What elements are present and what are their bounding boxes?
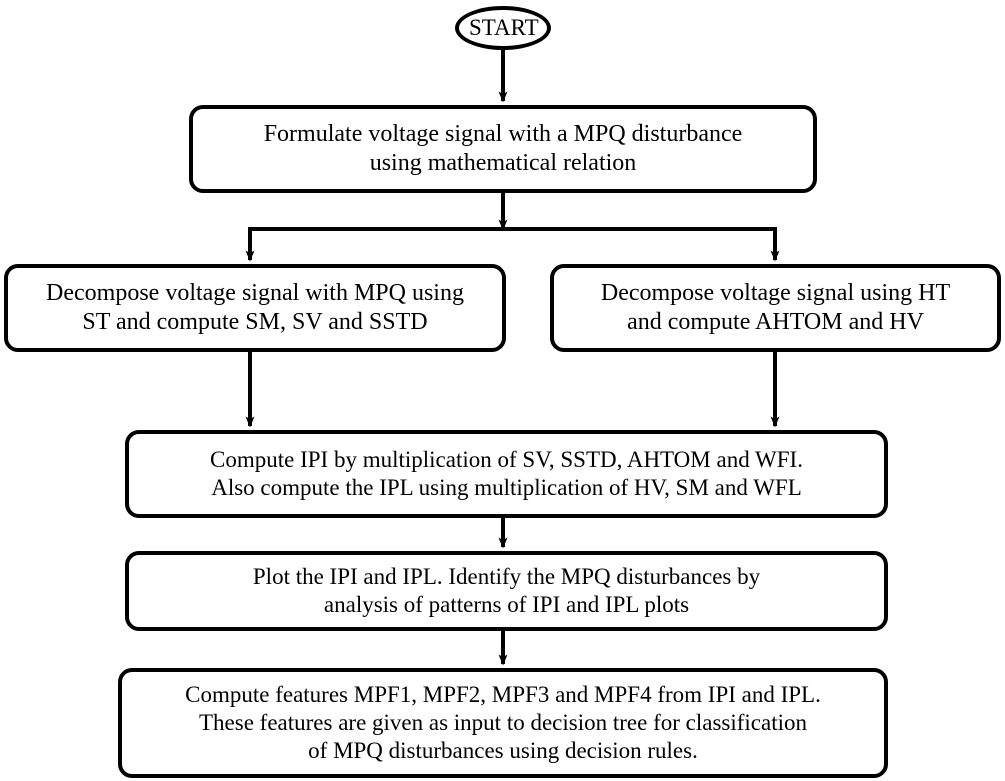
node-decompose-st-label: Decompose voltage signal with MPQ using … [46, 279, 464, 335]
node-compute-features-label: Compute features MPF1, MPF2, MPF3 and MP… [185, 681, 821, 764]
node-start-label: START [469, 15, 539, 41]
node-decompose-ht[interactable]: Decompose voltage signal using HT and co… [550, 264, 1001, 352]
node-plot-identify-label: Plot the IPI and IPL. Identify the MPQ d… [252, 563, 761, 617]
node-start-terminal[interactable]: START [455, 6, 551, 50]
node-compute-features[interactable]: Compute features MPF1, MPF2, MPF3 and MP… [118, 668, 888, 778]
node-compute-ipi-ipl[interactable]: Compute IPI by multiplication of SV, SST… [125, 430, 888, 518]
node-formulate-label: Formulate voltage signal with a MPQ dist… [263, 120, 743, 176]
node-plot-identify[interactable]: Plot the IPI and IPL. Identify the MPQ d… [125, 551, 888, 631]
node-decompose-ht-label: Decompose voltage signal using HT and co… [600, 279, 951, 335]
node-formulate-signal[interactable]: Formulate voltage signal with a MPQ dist… [189, 105, 817, 193]
node-compute-ipi-ipl-label: Compute IPI by multiplication of SV, SST… [210, 446, 803, 500]
node-decompose-st[interactable]: Decompose voltage signal with MPQ using … [4, 264, 506, 352]
